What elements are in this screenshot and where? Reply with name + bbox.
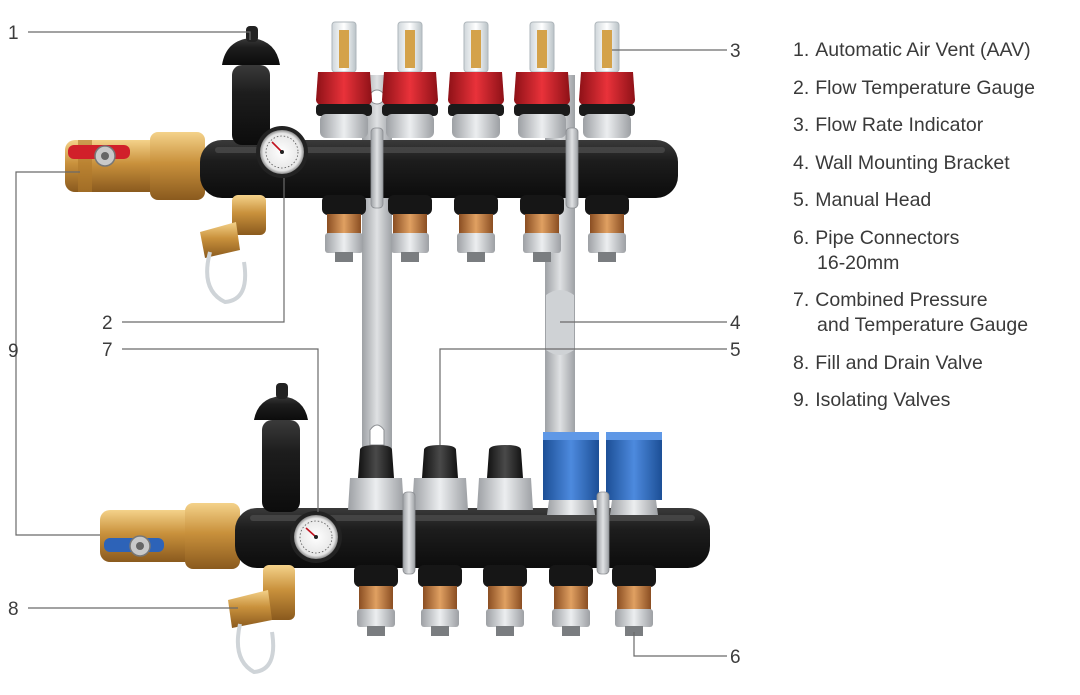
top-pipe-connector-1 bbox=[322, 195, 366, 262]
legend-item-flow-rate-indicator: 3.Flow Rate Indicator bbox=[793, 113, 1078, 138]
top-automatic-air-vent bbox=[222, 26, 280, 145]
legend-item-flow-temperature-gauge: 2.Flow Temperature Gauge bbox=[793, 76, 1078, 101]
blue-manual-head-1 bbox=[543, 432, 599, 515]
manual-head-3 bbox=[477, 445, 533, 510]
manual-heads bbox=[348, 432, 662, 515]
bottom-fill-drain-valve bbox=[228, 565, 295, 675]
callout-3: 3 bbox=[730, 41, 741, 62]
bottom-manifold bbox=[100, 383, 710, 675]
legend-item-automatic-air-vent: 1.Automatic Air Vent (AAV) bbox=[793, 38, 1078, 63]
legend-number: 2. bbox=[793, 76, 810, 99]
legend-item-pipe-connectors: 6.Pipe Connectors 16-20mm bbox=[793, 226, 1078, 276]
legend-number: 3. bbox=[793, 114, 810, 136]
legend-item-wall-mounting-bracket: 4.Wall Mounting Bracket bbox=[793, 151, 1078, 176]
red-lever-handle-icon bbox=[68, 145, 130, 167]
blue-manual-head-2 bbox=[606, 432, 662, 515]
legend-item-combined-gauge: 7.Combined Pressure and Temperature Gaug… bbox=[793, 288, 1078, 338]
legend-text-continued: 16-20mm bbox=[817, 251, 900, 274]
legend-text-continued: and Temperature Gauge bbox=[817, 314, 1029, 336]
legend-number: 7. bbox=[793, 289, 810, 311]
callout-5: 5 bbox=[730, 340, 741, 361]
manual-head-2 bbox=[412, 445, 468, 510]
blue-lever-handle-icon bbox=[104, 535, 164, 557]
bottom-pipe-connector-2 bbox=[418, 565, 462, 636]
legend-text: Flow Rate Indicator bbox=[815, 114, 984, 136]
legend-number: 5. bbox=[793, 189, 810, 211]
legend-text: Pipe Connectors bbox=[815, 226, 960, 249]
flow-rate-indicator-2 bbox=[382, 21, 438, 138]
legend-text: Wall Mounting Bracket bbox=[815, 151, 1010, 174]
flow-rate-indicator-5 bbox=[579, 21, 635, 138]
flow-rate-indicators bbox=[316, 21, 635, 138]
legend-item-isolating-valves: 9.Isolating Valves bbox=[793, 388, 1078, 413]
top-flow-temperature-gauge bbox=[256, 126, 308, 178]
bottom-pipe-connector-4 bbox=[549, 565, 593, 636]
legend-number: 8. bbox=[793, 351, 810, 374]
top-pipe-connector-2 bbox=[388, 195, 432, 262]
legend-number: 9. bbox=[793, 389, 810, 411]
legend-number: 6. bbox=[793, 226, 810, 249]
top-pipe-connector-3 bbox=[454, 195, 498, 262]
callout-4: 4 bbox=[730, 313, 741, 334]
callout-9: 9 bbox=[8, 341, 19, 362]
bottom-automatic-air-vent bbox=[254, 383, 308, 512]
top-isolating-valve bbox=[65, 132, 205, 200]
top-pipe-connectors bbox=[322, 195, 629, 262]
callout-1: 1 bbox=[8, 23, 19, 44]
manual-head-1 bbox=[348, 445, 404, 510]
legend-number: 1. bbox=[793, 39, 810, 61]
legend-text: Fill and Drain Valve bbox=[815, 351, 983, 374]
flow-rate-indicator-1 bbox=[316, 21, 372, 138]
bottom-pipe-connector-3 bbox=[483, 565, 527, 636]
bottom-pipe-connector-1 bbox=[354, 565, 398, 636]
legend-item-fill-drain-valve: 8.Fill and Drain Valve bbox=[793, 351, 1078, 376]
bottom-pipe-connectors bbox=[354, 565, 656, 636]
legend-text: Manual Head bbox=[815, 189, 932, 211]
legend-text: Flow Temperature Gauge bbox=[815, 76, 1035, 99]
callout-2: 2 bbox=[102, 313, 113, 334]
top-fill-drain-valve bbox=[200, 195, 266, 305]
legend-number: 4. bbox=[793, 151, 810, 174]
top-pipe-connector-4 bbox=[520, 195, 564, 262]
legend-text: Automatic Air Vent (AAV) bbox=[815, 39, 1031, 61]
callout-numbers: 1 3 2 4 9 7 5 8 6 bbox=[8, 23, 741, 668]
callout-7: 7 bbox=[102, 340, 113, 361]
bottom-isolating-valve bbox=[100, 503, 240, 569]
leader-lines bbox=[15, 31, 727, 657]
flow-rate-indicator-4 bbox=[514, 21, 570, 138]
combined-pressure-temperature-gauge bbox=[290, 511, 342, 563]
callout-6: 6 bbox=[730, 647, 741, 668]
legend-item-manual-head: 5.Manual Head bbox=[793, 188, 1078, 213]
callout-8: 8 bbox=[8, 599, 19, 620]
flow-rate-indicator-3 bbox=[448, 21, 504, 138]
top-pipe-connector-5 bbox=[585, 195, 629, 262]
bottom-pipe-connector-5 bbox=[612, 565, 656, 636]
top-manifold bbox=[65, 21, 678, 305]
parts-legend: 1.Automatic Air Vent (AAV) 2.Flow Temper… bbox=[793, 38, 1078, 426]
legend-text: Isolating Valves bbox=[815, 389, 951, 411]
legend-text: Combined Pressure bbox=[815, 289, 988, 311]
